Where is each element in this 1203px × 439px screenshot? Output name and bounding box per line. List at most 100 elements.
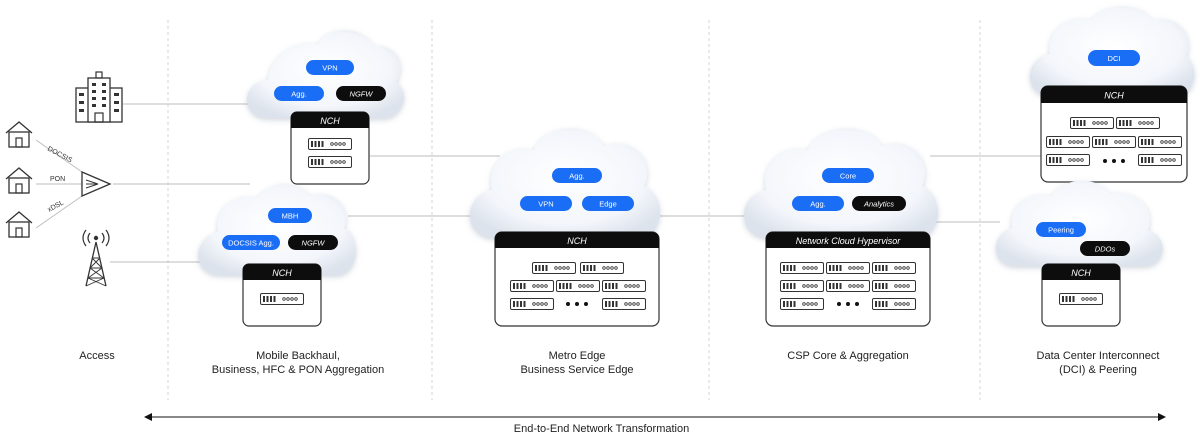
cloud-vpn-agg-ngfw: VPN Agg. NGFW NCH xyxy=(247,29,405,185)
caption-mobile-backhaul: Mobile Backhaul, Business, HFC & PON Agg… xyxy=(198,349,398,377)
cloud-peering: Peering DDOs NCH xyxy=(995,180,1163,327)
caption-line: Access xyxy=(79,350,115,362)
svg-text:Network Cloud Hypervisor: Network Cloud Hypervisor xyxy=(796,236,902,246)
nch-box: Network Cloud Hypervisor xyxy=(765,231,931,327)
server-icon xyxy=(780,262,824,274)
svg-text:DOCSIS Agg.: DOCSIS Agg. xyxy=(228,239,274,248)
house-icon xyxy=(5,167,33,194)
pill-analytics: Analytics xyxy=(852,196,906,211)
caption-csp-core: CSP Core & Aggregation xyxy=(748,349,948,363)
nch-box: NCH xyxy=(1040,85,1188,183)
ellipsis-icon xyxy=(566,302,588,306)
ellipsis-icon xyxy=(837,302,859,306)
cell-tower-icon xyxy=(82,229,110,287)
access-link-label: DOCSIS xyxy=(46,146,73,165)
caption-access: Access xyxy=(58,349,136,363)
footer-label: End-to-End Network Transformation xyxy=(513,423,690,435)
server-icon xyxy=(872,298,916,310)
house-icon xyxy=(5,121,33,148)
server-icon xyxy=(826,262,870,274)
caption-line: Mobile Backhaul, xyxy=(256,350,340,362)
svg-text:MBH: MBH xyxy=(282,212,299,221)
caption-metro-edge: Metro Edge Business Service Edge xyxy=(477,349,677,377)
server-icon xyxy=(872,262,916,274)
pill-edge: Edge xyxy=(582,196,634,211)
svg-text:VPN: VPN xyxy=(538,200,553,209)
ellipsis-icon xyxy=(1103,159,1125,163)
pill-vpn: VPN xyxy=(306,60,354,75)
server-icon xyxy=(580,262,624,274)
server-icon xyxy=(780,280,824,292)
server-icon xyxy=(532,262,576,274)
caption-line: (DCI) & Peering xyxy=(1059,364,1137,376)
svg-text:NCH: NCH xyxy=(320,116,340,126)
server-icon xyxy=(556,280,600,292)
server-icon xyxy=(826,280,870,292)
pill-peering: Peering xyxy=(1036,222,1086,237)
pill-ngfw: NGFW xyxy=(288,235,338,250)
nch-box: NCH xyxy=(494,231,660,327)
pill-ngfw: NGFW xyxy=(336,86,386,101)
server-icon xyxy=(1092,136,1136,148)
pill-agg: Agg. xyxy=(792,196,844,211)
svg-text:VPN: VPN xyxy=(322,64,337,73)
svg-text:Peering: Peering xyxy=(1048,226,1074,235)
cloud-metro-edge: Agg. VPN Edge NCH xyxy=(469,128,660,327)
pill-ddos: DDOs xyxy=(1080,241,1130,256)
caption-line: Data Center Interconnect xyxy=(1036,350,1160,362)
server-icon xyxy=(510,280,554,292)
cloud-csp-core: Core Agg. Analytics Network Cloud Hyperv… xyxy=(743,128,938,327)
nch-box: NCH xyxy=(1041,263,1121,327)
svg-text:DDOs: DDOs xyxy=(1095,245,1116,254)
pill-agg: Agg. xyxy=(552,168,602,183)
svg-text:Agg.: Agg. xyxy=(569,172,584,181)
server-icon xyxy=(308,138,352,150)
house-icon xyxy=(5,211,33,238)
server-icon xyxy=(872,280,916,292)
caption-line: Business, HFC & PON Aggregation xyxy=(211,364,385,376)
caption-dci: Data Center Interconnect (DCI) & Peering xyxy=(1003,349,1193,377)
cloud-dci: DCI NCH xyxy=(1030,6,1195,183)
pill-vpn: VPN xyxy=(520,196,572,211)
connection-lines xyxy=(35,103,1045,263)
svg-text:Edge: Edge xyxy=(599,200,617,209)
link-house3-splitter xyxy=(35,195,83,229)
pill-dci: DCI xyxy=(1088,50,1140,66)
server-icon xyxy=(1138,154,1182,166)
server-icon xyxy=(1059,293,1103,305)
server-icon xyxy=(1046,154,1090,166)
server-icon xyxy=(780,298,824,310)
caption-line: Business Service Edge xyxy=(520,364,634,376)
server-icon xyxy=(602,280,646,292)
server-icon xyxy=(510,298,554,310)
server-icon xyxy=(1070,117,1114,129)
link-house1-splitter xyxy=(35,139,83,173)
svg-text:NGFW: NGFW xyxy=(350,90,374,99)
server-icon xyxy=(1138,136,1182,148)
pill-docsis-agg: DOCSIS Agg. xyxy=(222,235,280,250)
svg-text:Agg.: Agg. xyxy=(810,200,825,209)
svg-text:Analytics: Analytics xyxy=(863,200,894,209)
svg-text:NCH: NCH xyxy=(1071,268,1091,278)
svg-text:NCH: NCH xyxy=(272,268,292,278)
caption-line: CSP Core & Aggregation xyxy=(787,350,909,362)
svg-text:Core: Core xyxy=(840,172,856,181)
svg-text:Agg.: Agg. xyxy=(291,90,306,99)
server-icon xyxy=(260,293,304,305)
svg-text:DCI: DCI xyxy=(1108,54,1121,63)
nch-box: NCH xyxy=(242,263,322,327)
svg-text:NGFW: NGFW xyxy=(302,239,326,248)
svg-text:NCH: NCH xyxy=(1104,91,1124,101)
nch-box: NCH xyxy=(290,111,370,185)
cloud-mbh-docsis-ngfw: MBH DOCSIS Agg. NGFW NCH xyxy=(198,184,356,327)
pill-mbh: MBH xyxy=(268,208,312,223)
access-link-label: xDSL xyxy=(47,199,65,213)
access-icons: DOCSIS PON xDSL xyxy=(5,71,123,287)
splitter-icon xyxy=(81,171,112,197)
caption-line: Metro Edge xyxy=(548,350,606,362)
server-icon xyxy=(308,156,352,168)
server-icon xyxy=(1116,117,1160,129)
access-link-label: PON xyxy=(50,176,65,183)
transformation-arrow xyxy=(144,413,1166,421)
